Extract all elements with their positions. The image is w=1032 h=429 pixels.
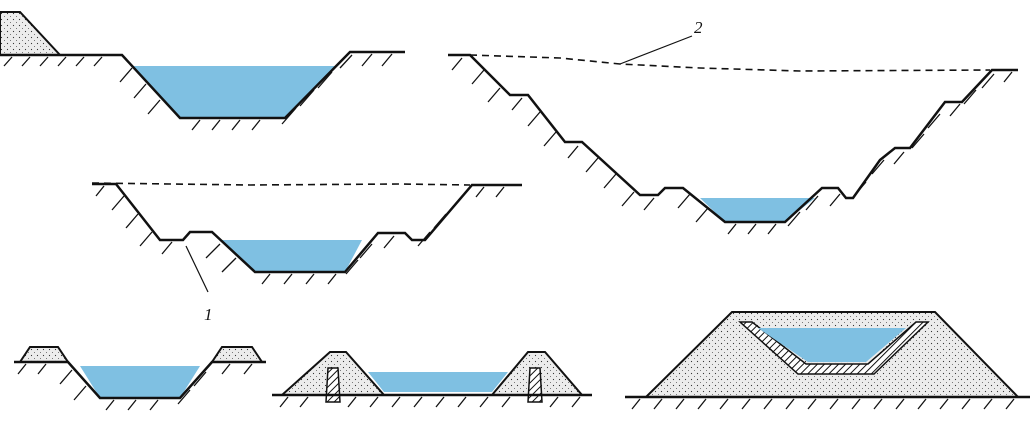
ground-hatching	[3, 53, 393, 131]
callout-1-label: 1	[204, 305, 213, 324]
ground-profile	[0, 50, 405, 120]
callout-2-leader	[619, 35, 693, 65]
callout-1-leader	[185, 245, 209, 293]
ground-hatching	[451, 57, 1013, 235]
ground-hatching	[279, 396, 581, 408]
spoil-heap	[0, 11, 63, 56]
water-fill	[758, 328, 906, 362]
left-core-wall	[325, 367, 341, 403]
ground-profile	[14, 360, 266, 400]
design-water-level	[91, 182, 471, 186]
ground-hatching	[95, 185, 505, 285]
left-bank	[18, 346, 70, 363]
ground-hatching	[17, 363, 253, 411]
water-fill	[700, 198, 815, 222]
callout-2-label: 2	[694, 18, 703, 37]
ground-hatching	[631, 398, 1015, 410]
design-water-level	[469, 54, 991, 72]
water-fill	[80, 366, 200, 398]
section-lined-embankment	[625, 311, 1030, 410]
section-stepped-berms: 1	[91, 182, 522, 324]
section-embankment-core-walls	[272, 351, 592, 408]
water-fill	[368, 372, 508, 392]
section-deep-stepped: 2	[448, 18, 1018, 235]
section-simple-trapezoid	[0, 11, 405, 131]
right-core-wall	[527, 367, 543, 403]
ground-profile	[448, 53, 1018, 224]
section-small-with-banks	[14, 346, 266, 411]
right-bank	[210, 346, 264, 363]
water-fill	[222, 240, 362, 272]
water-fill	[132, 66, 335, 118]
